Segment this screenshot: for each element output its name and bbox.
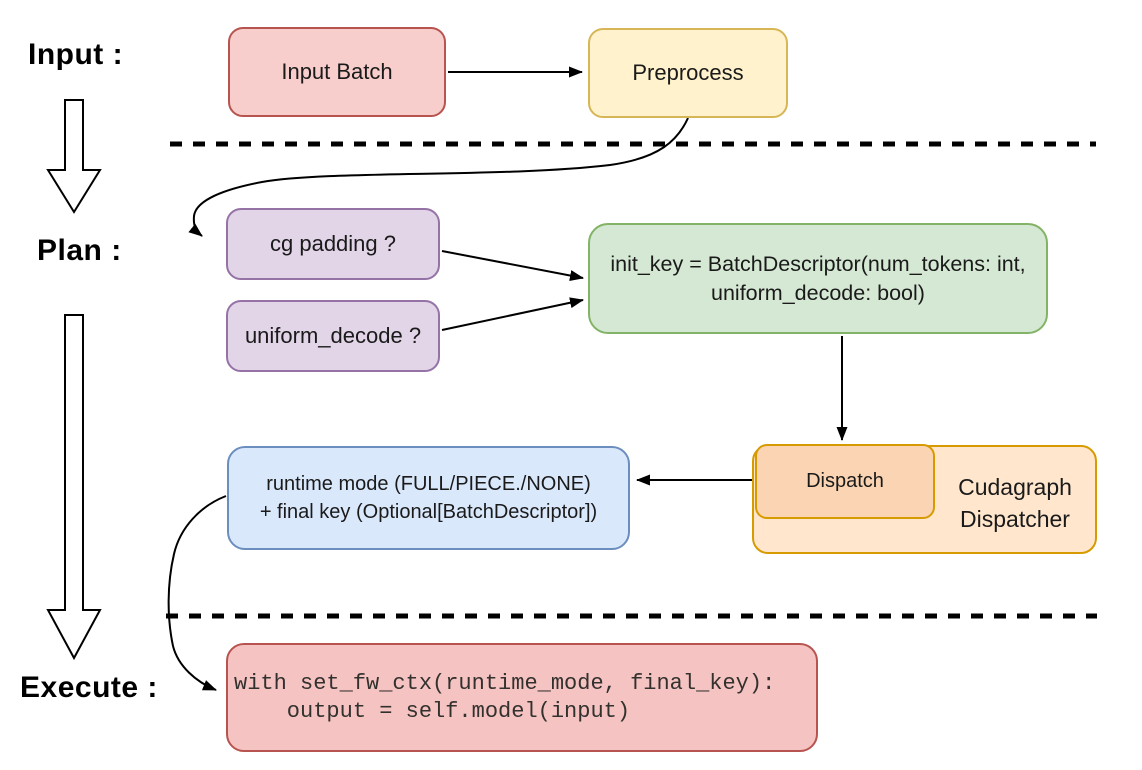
node-input-batch-label: Input Batch — [281, 59, 393, 84]
node-cg-padding: cg padding ? — [226, 208, 440, 280]
node-cudagraph-dispatcher: Dispatch Cudagraph Dispatcher — [752, 444, 1097, 554]
node-runtime-mode-line1: runtime mode (FULL/PIECE./NONE) — [266, 473, 591, 495]
node-runtime-mode-line2: + final key (Optional[BatchDescriptor]) — [259, 501, 598, 523]
node-runtime-mode: runtime mode (FULL/PIECE./NONE) + final … — [227, 446, 630, 550]
node-init-key-line1: init_key = BatchDescriptor(num_tokens: i… — [610, 251, 1026, 276]
curve-preprocess-to-plan — [188, 117, 689, 237]
section-label-input: Input : — [28, 38, 124, 71]
node-init-key: init_key = BatchDescriptor(num_tokens: i… — [588, 223, 1048, 334]
node-uniform-decode-label: uniform_decode ? — [244, 323, 422, 348]
curve-runtime-mode-to-execute-code — [167, 495, 227, 691]
node-input-batch: Input Batch — [228, 27, 446, 117]
hollow-arrow-plan-to-execute — [46, 314, 102, 661]
execute-code-line2: output = self.model(input) — [234, 698, 631, 724]
node-cg-padding-label: cg padding ? — [270, 231, 396, 256]
node-preprocess: Preprocess — [588, 28, 788, 118]
arrow-cg-padding-to-init-key — [441, 250, 584, 281]
node-cudagraph-dispatcher-label: Cudagraph Dispatcher — [939, 471, 1091, 535]
section-label-plan: Plan : — [37, 234, 122, 267]
node-dispatch: Dispatch — [755, 444, 935, 519]
node-execute-code: with set_fw_ctx(runtime_mode, final_key)… — [226, 643, 818, 752]
node-init-key-line2: uniform_decode: bool) — [711, 280, 925, 305]
node-uniform-decode: uniform_decode ? — [226, 300, 440, 372]
cudagraph-line2: Dispatcher — [960, 506, 1070, 532]
cudagraph-line1: Cudagraph — [958, 474, 1072, 500]
execute-code-line1: with set_fw_ctx(runtime_mode, final_key)… — [234, 670, 776, 696]
hollow-arrow-input-to-plan — [46, 99, 102, 214]
node-preprocess-label: Preprocess — [632, 60, 744, 85]
section-label-execute: Execute : — [20, 671, 158, 704]
node-dispatch-label: Dispatch — [806, 470, 884, 492]
arrow-uniform-decode-to-init-key — [441, 297, 584, 331]
